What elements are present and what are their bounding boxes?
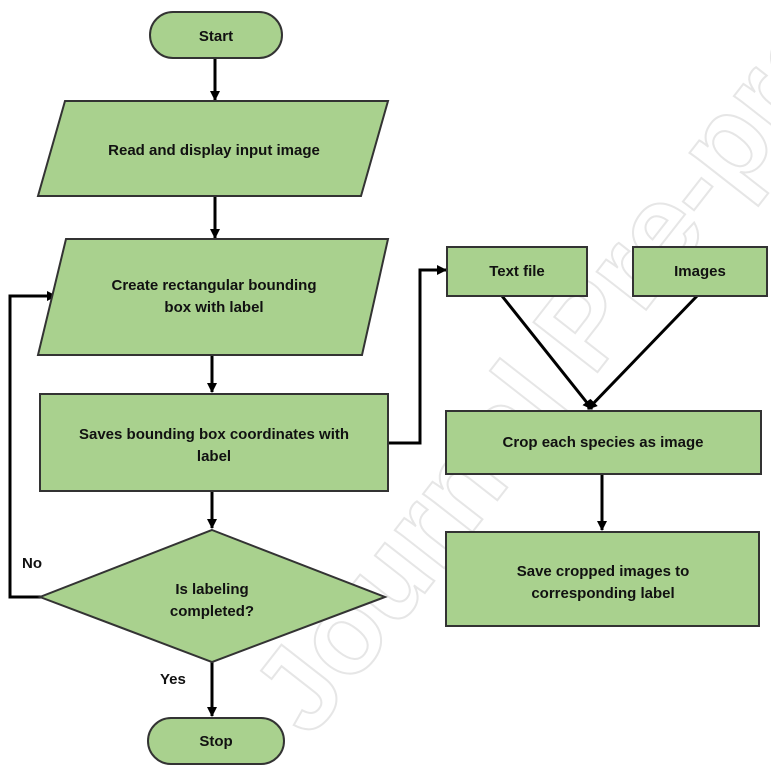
start-label: Start [199, 28, 233, 45]
crop-species-shape [445, 410, 762, 475]
edge-label-no: No [22, 555, 42, 572]
node-start: Start [149, 11, 283, 59]
edges [8, 58, 699, 717]
decision-label-line2: completed? [170, 603, 254, 620]
read-input-shape [36, 100, 390, 197]
decision-label-line1: Is labeling [175, 581, 248, 598]
text-file-shape [446, 246, 588, 297]
node-crop-species: Crop each species as image [445, 410, 762, 475]
crop-species-label: Crop each species as image [503, 434, 704, 451]
saves-coordinates-shape [39, 393, 389, 492]
node-decision: Is labeling completed? [37, 528, 388, 664]
edge-decision-no-loop [8, 291, 57, 599]
text-file-label: Text file [489, 263, 545, 280]
images-shape [632, 246, 768, 297]
edge-label-yes: Yes [160, 671, 186, 688]
save-cropped-label-line2: corresponding label [531, 585, 674, 602]
node-read-input: Read and display input image [36, 100, 390, 197]
saves-coordinates-label-line1: Saves bounding box coordinates with [79, 426, 349, 443]
stop-terminal-shape [147, 717, 285, 765]
save-cropped-shape [445, 531, 760, 627]
images-label: Images [674, 263, 726, 280]
start-terminal-shape [149, 11, 283, 59]
edge-images-crop [586, 294, 699, 411]
save-cropped-label-line1: Save cropped images to [517, 563, 690, 580]
node-text-file: Text file [446, 246, 588, 297]
node-images: Images [632, 246, 768, 297]
saves-coordinates-label-line2: label [197, 448, 231, 465]
edge-textfile-crop [500, 295, 594, 410]
node-create-bounding-box: Create rectangular bounding box with lab… [36, 238, 390, 356]
create-bounding-box-shape [36, 238, 390, 356]
decision-diamond-shape [37, 528, 388, 664]
node-stop: Stop [147, 717, 285, 765]
create-bounding-box-label-line1: Create rectangular bounding [111, 277, 316, 294]
read-input-label: Read and display input image [108, 142, 320, 159]
stop-label: Stop [199, 733, 232, 750]
edge-saves-textfile [388, 265, 447, 445]
create-bounding-box-label-line2: box with label [164, 299, 263, 316]
node-saves-coordinates: Saves bounding box coordinates with labe… [39, 393, 389, 492]
node-save-cropped: Save cropped images to corresponding lab… [445, 531, 760, 627]
